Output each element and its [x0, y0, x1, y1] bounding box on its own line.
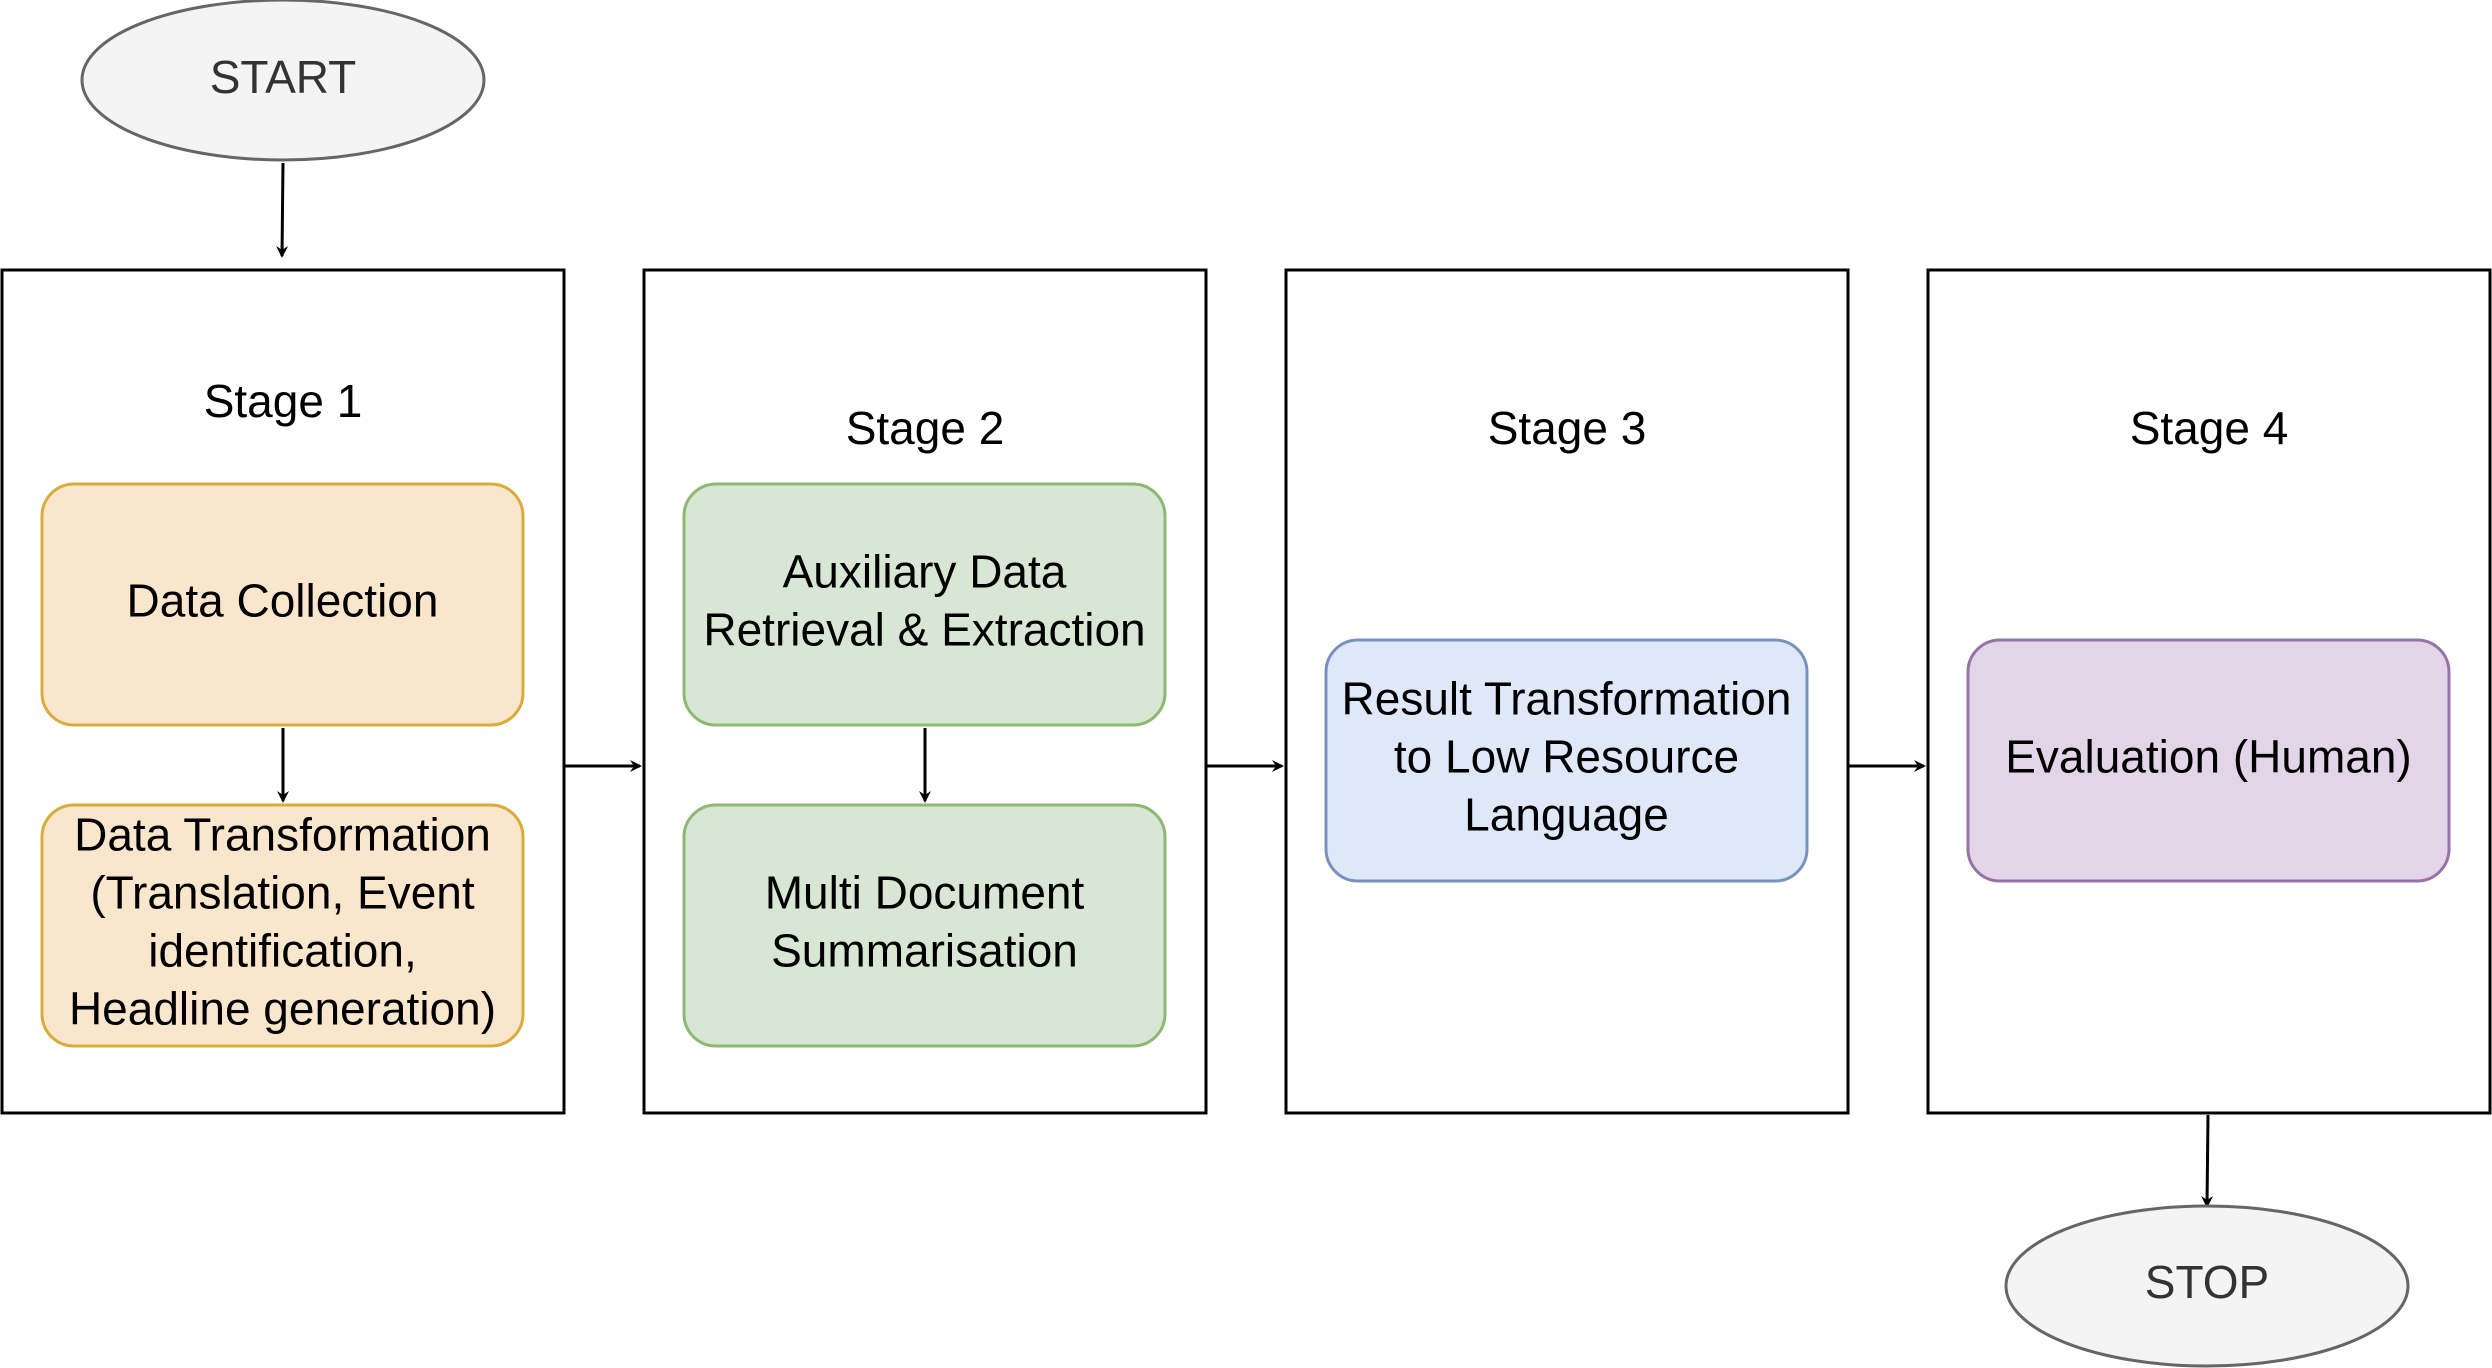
step-box [40, 482, 525, 727]
start-ellipse [80, 0, 486, 162]
stage-1-title: Stage 1 [204, 375, 363, 427]
step-label-line: to Low Resource [1394, 731, 1739, 783]
stage-4-title: Stage 4 [2130, 402, 2289, 454]
stage-3-step-1: Result Transformation to Low ResourceLang… [1324, 638, 1809, 883]
stage-4-to-stop-arrow [2201, 1114, 2214, 1208]
step-label-line: identification, [148, 925, 417, 977]
stage-3-title: Stage 3 [1488, 402, 1647, 454]
step-label-line: Evaluation (Human) [2005, 731, 2412, 783]
step-box [682, 803, 1167, 1048]
start-terminal: START [80, 0, 486, 162]
step-label-line: Data Collection [127, 575, 439, 627]
step-label-line: Retrieval & Extraction [703, 604, 1145, 656]
stop-terminal: STOP [2004, 1204, 2410, 1368]
stage-1-step-2: Data Transformation (Translation, Event id… [40, 803, 525, 1048]
stop-label: STOP [2145, 1256, 2269, 1308]
stage-2-title: Stage 2 [846, 402, 1005, 454]
step-label-line: Multi Document [765, 867, 1085, 919]
step-label-line: Auxiliary Data [783, 546, 1067, 598]
stop-ellipse [2004, 1204, 2410, 1368]
step-label-line: Language [1464, 789, 1669, 841]
step-box [1324, 638, 1809, 883]
step-box [1966, 638, 2451, 883]
step-box [40, 803, 525, 1048]
start-label: START [210, 51, 357, 103]
step-box [682, 482, 1167, 727]
stage-1-step-1: Data Collection [40, 482, 525, 727]
step-label-line: Data Transformation [74, 809, 491, 861]
step-label-line: Summarisation [771, 925, 1078, 977]
stage-3-container: Stage 3 Result Transformation to Low Resou… [1284, 268, 1850, 1115]
stage-4-step-1: Evaluation (Human) [1966, 638, 2451, 883]
step-label-line: (Translation, Event [90, 867, 475, 919]
step-label-line: Headline generation) [69, 983, 496, 1035]
step-label-line: Result Transformation [1342, 673, 1792, 725]
start-to-stage-1-arrow [276, 162, 289, 258]
stage-4-container: Stage 4 Evaluation (Human) [1926, 268, 2492, 1115]
